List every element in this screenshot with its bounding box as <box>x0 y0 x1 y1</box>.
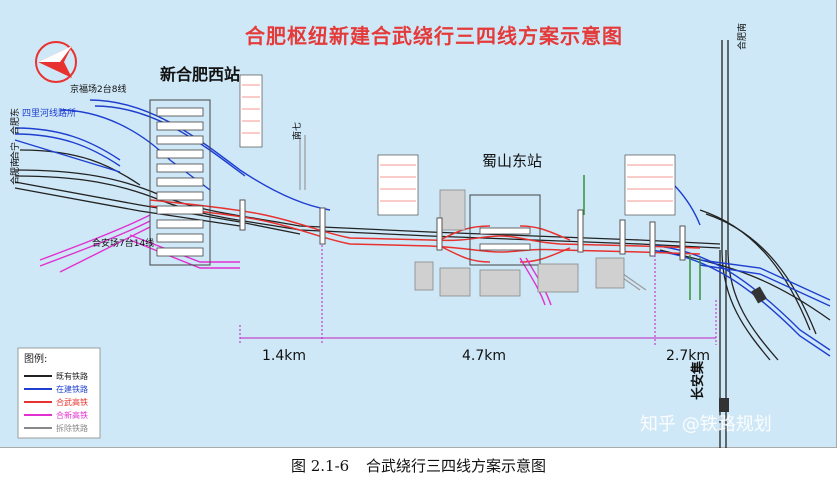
distance-2: 4.7km <box>462 348 506 364</box>
distance-3: 2.7km <box>666 348 710 364</box>
north-compass-icon <box>35 41 77 83</box>
station-changanji: 长安集 <box>690 360 706 400</box>
changanji-station-icon <box>719 286 767 412</box>
label-hening: 合宁 <box>9 142 21 160</box>
xinhefei-west-yard <box>149 99 211 266</box>
construction-railway-lines <box>14 99 831 357</box>
distance-1: 1.4km <box>262 348 306 364</box>
label-hefei-east: 合肥东 <box>9 108 21 135</box>
figure-caption: 图 2.1-6 合武绕行三四线方案示意图 <box>0 455 837 476</box>
caption-number: 图 2.1-6 <box>290 457 350 475</box>
label-nanqi: 南七 <box>291 122 303 140</box>
label-jingfu-yard: 京福场2台8线 <box>70 83 126 95</box>
label-right-top: 合肥南 <box>736 23 748 50</box>
distance-labels: 1.4km 4.7km 2.7km <box>262 348 710 364</box>
legend-item-label: 在建铁路 <box>56 384 88 394</box>
legend-item-label: 合新高铁 <box>56 410 88 420</box>
road-crossings <box>239 199 686 261</box>
hewu-highspeed-lines <box>149 199 701 263</box>
caption-text: 合武绕行三四线方案示意图 <box>366 457 547 475</box>
diagram-labels: 新合肥西站 蜀山东站 京福场2台8线 合安场7台14线 四里河线路所 长安集 合… <box>9 23 748 400</box>
diagram-title: 合肥枢纽新建合武绕行三四线方案示意图 <box>245 24 623 48</box>
shushan-east-yard <box>414 189 625 297</box>
legend-item-label: 拆除铁路 <box>56 423 88 433</box>
station-shushan-east: 蜀山东站 <box>482 152 542 170</box>
label-siliheyan: 四里河线路所 <box>22 107 76 119</box>
track-label-lines <box>242 84 673 202</box>
label-heyang-yard: 合安场7台14线 <box>92 237 154 249</box>
green-marker-lines <box>583 175 701 300</box>
legend-item-label: 合武高铁 <box>56 397 88 407</box>
legend-title: 图例: <box>24 352 47 365</box>
distance-dimension <box>239 245 717 345</box>
label-hefei-south: 合肥南 <box>9 158 21 185</box>
existing-railway-lines <box>14 40 831 448</box>
station-xinhefei-west: 新合肥西站 <box>160 65 240 84</box>
diagram-canvas: 图例: 既有铁路在建铁路合武高铁合新高铁拆除铁路 新合肥西站 蜀山东站 京福场2… <box>0 0 837 448</box>
legend-item-label: 既有铁路 <box>56 371 88 381</box>
demolished-railway-lines <box>299 135 647 291</box>
watermark: 知乎 @铁路规划 <box>640 414 772 435</box>
